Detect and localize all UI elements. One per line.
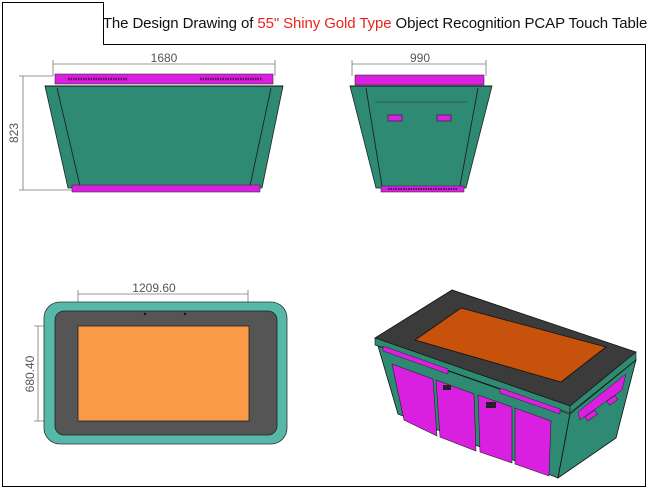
iso-screen — [414, 307, 607, 383]
front-bottom-panel — [71, 184, 261, 193]
iso-panel-1 — [391, 363, 438, 437]
side-bottom-panel — [380, 185, 465, 193]
top-screen — [77, 325, 250, 422]
front-height-label: 823 — [7, 123, 21, 143]
side-width-label: 990 — [410, 51, 430, 65]
iso-panel-3 — [477, 394, 513, 464]
side-handle-left — [387, 114, 403, 122]
top-view: 1209.60 680.40 — [23, 281, 288, 445]
front-top-panel — [54, 73, 274, 85]
top-width-label: 1209.60 — [132, 281, 176, 295]
side-handle-right — [436, 114, 452, 122]
top-height-label: 680.40 — [23, 355, 37, 392]
title-box: The Design Drawing of 55" Shiny Gold Typ… — [103, 2, 647, 45]
title-highlight: 55" Shiny Gold Type — [257, 14, 392, 32]
side-body — [349, 85, 493, 189]
iso-panel-2 — [435, 379, 477, 452]
iso-panel-4 — [514, 407, 552, 477]
front-body — [44, 85, 284, 189]
title-prefix: The Design Drawing of — [102, 14, 258, 32]
side-top-panel — [354, 74, 485, 86]
side-view: 990 — [349, 51, 493, 193]
front-width-label: 1680 — [151, 51, 178, 65]
front-view: 1680 823 — [7, 51, 284, 193]
title-suffix: Object Recognition PCAP Touch Table — [391, 14, 648, 32]
drawing-title: The Design Drawing of 55" Shiny Gold Typ… — [103, 15, 647, 32]
isometric-view — [374, 289, 637, 479]
